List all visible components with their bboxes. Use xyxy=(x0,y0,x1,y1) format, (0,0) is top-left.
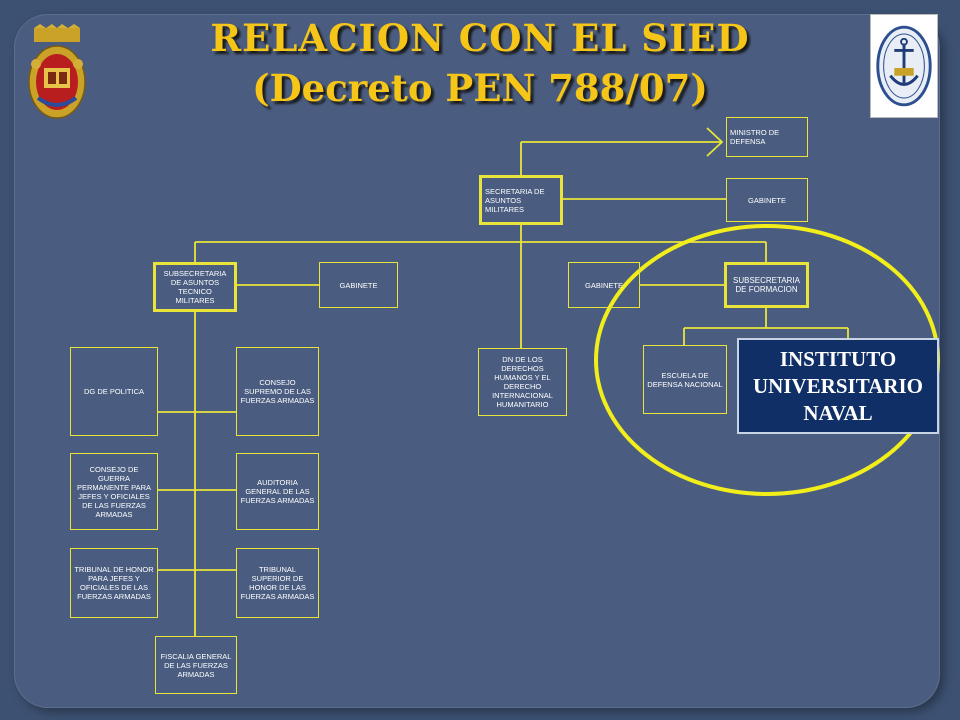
slide-title: RELACION CON EL SIED xyxy=(210,16,750,60)
box-ministro-defensa: MINISTRO DE DEFENSA xyxy=(726,117,808,157)
box-gabinete-formacion: GABINETE xyxy=(568,262,640,308)
box-escuela-defensa-nacional: ESCUELA DE DEFENSA NACIONAL xyxy=(643,345,727,414)
box-auditoria-general: AUDITORIA GENERAL DE LAS FUERZAS ARMADAS xyxy=(236,453,319,530)
box-consejo-guerra: CONSEJO DE GUERRA PERMANENTE PARA JEFES … xyxy=(70,453,158,530)
box-fiscalia-general: FISCALIA GENERAL DE LAS FUERZAS ARMADAS xyxy=(155,636,237,694)
box-dg-politica: DG DE POLITICA xyxy=(70,347,158,436)
box-tribunal-superior: TRIBUNAL SUPERIOR DE HONOR DE LAS FUERZA… xyxy=(236,548,319,618)
box-secretaria-asuntos-militares: SECRETARIA DE ASUNTOS MILITARES xyxy=(479,175,563,225)
box-subsecretaria-formacion: SUBSECRETARIA DE FORMACION xyxy=(724,262,809,308)
box-dn-derechos-humanos: DN DE LOS DERECHOS HUMANOS Y EL DERECHO … xyxy=(478,348,567,416)
box-tribunal-honor: TRIBUNAL DE HONOR PARA JEFES Y OFICIALES… xyxy=(70,548,158,618)
city-crest-icon xyxy=(28,24,86,119)
box-instituto-universitario-naval: INSTITUTO UNIVERSITARIO NAVAL xyxy=(737,338,939,434)
box-gabinete-secretaria: GABINETE xyxy=(726,178,808,222)
box-subsecretaria-tecnico-militares: SUBSECRETARIA DE ASUNTOS TECNICO MILITAR… xyxy=(153,262,237,312)
box-consejo-supremo: CONSEJO SUPREMO DE LAS FUERZAS ARMADAS xyxy=(236,347,319,436)
slide-subtitle: (Decreto PEN 788/07) xyxy=(252,66,708,110)
box-gabinete-tecnico: GABINETE xyxy=(319,262,398,308)
naval-university-anchor-logo-icon xyxy=(870,14,938,118)
